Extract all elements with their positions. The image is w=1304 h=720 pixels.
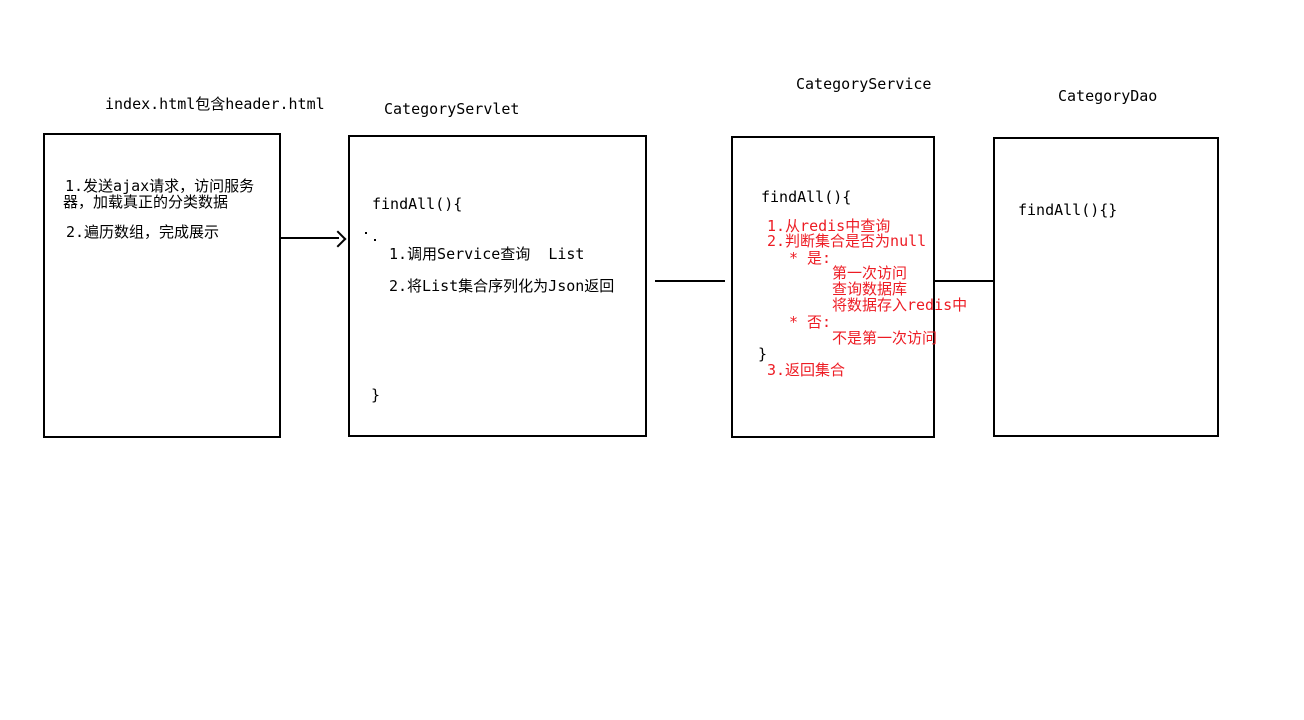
box-index-html: 1.发送ajax请求，访问服务 器，加载真正的分类数据 2.遍历数组，完成展示 xyxy=(43,133,281,438)
connector-servlet-to-service xyxy=(655,280,725,282)
servlet-code-line: 1.调用Service查询 List xyxy=(389,245,585,263)
service-red-note: 不是第一次访问 xyxy=(832,329,938,347)
title-category-servlet: CategoryServlet xyxy=(384,100,520,118)
service-red-note: 查询数据库 xyxy=(832,280,908,298)
service-code-line: } xyxy=(758,345,768,363)
connector-service-to-dao xyxy=(935,280,993,282)
service-red-note: * 否: xyxy=(789,313,832,331)
box-category-service: findAll(){ 1.从redis中查询 2.判断集合是否为null * 是… xyxy=(731,136,967,438)
dao-code-line: findAll(){} xyxy=(1018,201,1118,219)
servlet-code-line: findAll(){ xyxy=(372,195,463,213)
servlet-code-line: 2.将List集合序列化为Json返回 xyxy=(389,277,615,295)
title-category-dao: CategoryDao xyxy=(1058,87,1158,105)
title-index-html: index.html包含header.html xyxy=(105,95,325,113)
title-category-service: CategoryService xyxy=(796,75,932,93)
service-red-note: 1.从redis中查询 xyxy=(767,217,891,235)
service-red-note: 3.返回集合 xyxy=(767,361,846,379)
index-note-line: 1.发送ajax请求，访问服务 xyxy=(65,177,255,195)
arrowhead-icon xyxy=(329,230,347,248)
service-red-note: 将数据存入redis中 xyxy=(832,296,968,314)
service-red-note: 2.判断集合是否为null xyxy=(767,232,927,250)
index-note-line: 2.遍历数组，完成展示 xyxy=(66,223,220,241)
service-red-note: * 是: xyxy=(789,249,832,267)
stray-mark xyxy=(374,239,376,241)
index-note-line: 器，加载真正的分类数据 xyxy=(63,193,229,211)
box-category-servlet: findAll(){ 1.调用Service查询 List 2.将List集合序… xyxy=(348,135,647,437)
box-category-dao: findAll(){} xyxy=(993,137,1219,437)
servlet-code-line: } xyxy=(371,386,381,404)
service-red-note: 第一次访问 xyxy=(832,264,908,282)
arrow-index-to-servlet xyxy=(281,237,339,239)
service-code-line: findAll(){ xyxy=(761,188,852,206)
stray-mark xyxy=(365,232,367,234)
